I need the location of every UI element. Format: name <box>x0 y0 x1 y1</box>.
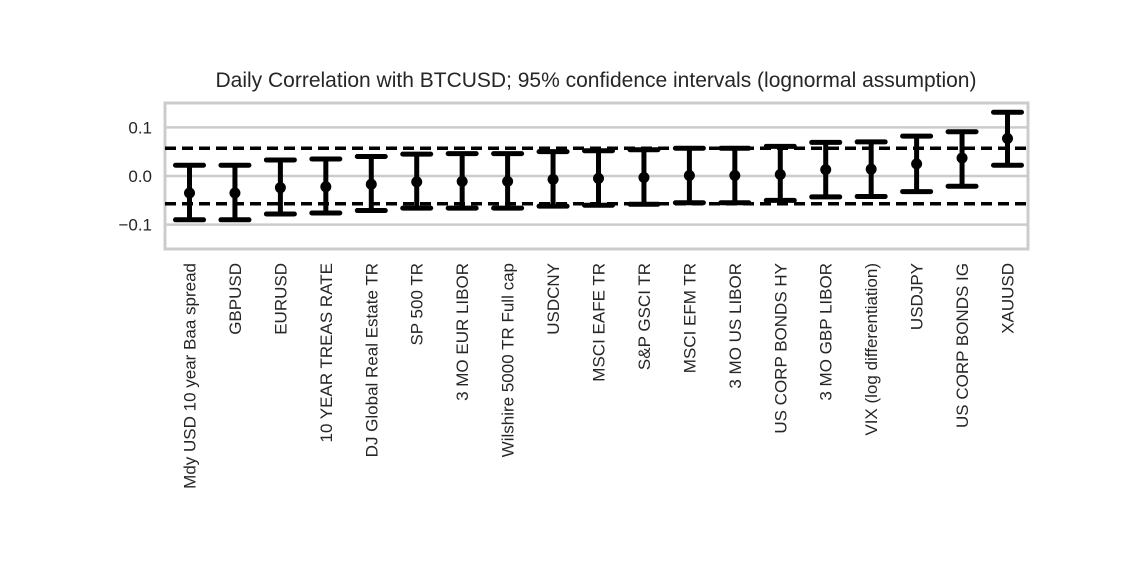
error-bar <box>627 147 661 207</box>
x-tick-label: 3 MO US LIBOR <box>726 263 745 389</box>
y-axis: 0.1 0.0 −0.1 <box>118 118 152 234</box>
error-bar <box>218 162 252 223</box>
error-bar <box>900 133 934 195</box>
data-point <box>638 171 650 183</box>
error-bar <box>491 151 525 211</box>
x-tick-label: Mdy USD 10 year Baa spread <box>181 263 200 489</box>
x-tick-label: GBPUSD <box>226 263 245 335</box>
error-bars <box>173 109 1024 223</box>
x-tick-label: USDJPY <box>908 263 927 330</box>
data-point <box>774 169 786 181</box>
data-point <box>820 164 832 176</box>
error-bar <box>536 149 570 209</box>
data-point <box>229 187 241 199</box>
data-point <box>729 170 741 182</box>
data-point <box>956 152 968 164</box>
data-point <box>411 176 423 188</box>
data-point <box>865 163 877 175</box>
error-bar <box>263 157 297 217</box>
x-tick-label: SP 500 TR <box>408 263 427 346</box>
x-tick-label: VIX (log differentiation) <box>862 263 881 436</box>
y-tick-label: 0.1 <box>128 118 152 137</box>
x-tick-label: USDCNY <box>544 263 563 335</box>
data-point <box>365 178 377 190</box>
data-point <box>320 181 332 193</box>
data-point <box>456 175 468 187</box>
data-point <box>1002 133 1013 145</box>
data-point <box>274 182 286 194</box>
x-tick-label: Wilshire 5000 TR Full cap <box>499 263 518 457</box>
x-tick-label: 10 YEAR TREAS RATE <box>317 263 336 443</box>
error-bar <box>809 139 843 200</box>
data-point <box>547 173 559 185</box>
data-point <box>184 187 195 199</box>
x-tick-label: MSCI EFM TR <box>680 263 699 373</box>
error-bar <box>672 145 706 206</box>
error-bar <box>763 143 797 203</box>
data-point <box>502 175 514 187</box>
error-bar <box>945 129 979 189</box>
y-tick-label: −0.1 <box>118 216 152 235</box>
error-bar <box>854 139 888 199</box>
error-bar <box>445 151 479 211</box>
data-point <box>593 172 604 184</box>
error-bar <box>309 156 343 216</box>
x-tick-label: 3 MO EUR LIBOR <box>453 263 472 401</box>
error-bar <box>354 154 388 214</box>
chart-title: Daily Correlation with BTCUSD; 95% confi… <box>216 69 977 92</box>
error-bar <box>400 151 434 211</box>
x-tick-label: EURUSD <box>271 263 290 335</box>
x-tick-label: US CORP BONDS HY <box>771 263 790 434</box>
x-tick-label: S&P GSCI TR <box>635 263 654 370</box>
error-bar <box>582 148 615 208</box>
x-tick-label: XAUUSD <box>999 263 1018 334</box>
x-tick-label: US CORP BONDS IG <box>953 263 972 428</box>
x-tick-label: 3 MO GBP LIBOR <box>817 263 836 401</box>
x-tick-label: MSCI EAFE TR <box>590 263 609 382</box>
data-point <box>683 170 695 182</box>
y-tick-label: 0.0 <box>128 167 152 186</box>
error-bar <box>173 162 206 223</box>
error-bar <box>718 145 752 206</box>
data-point <box>911 158 923 170</box>
x-tick-label: DJ Global Real Estate TR <box>362 263 381 457</box>
x-axis: Mdy USD 10 year Baa spread GBPUSD EURUSD 10… <box>181 263 1018 489</box>
error-bar <box>991 109 1024 168</box>
